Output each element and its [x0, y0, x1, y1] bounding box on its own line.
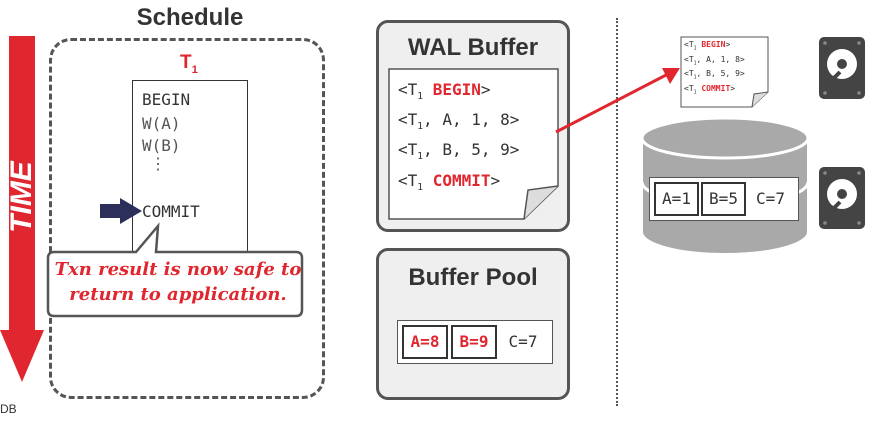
entry-prefix: <T: [398, 140, 418, 160]
op-begin: BEGIN: [142, 90, 191, 109]
pool-cell-a: A=8: [402, 325, 448, 359]
entry-end: >: [730, 83, 736, 93]
entry-prefix: <T: [398, 80, 418, 99]
pool-cell-c: C=7: [500, 325, 546, 359]
commit-pointer-icon: [100, 198, 142, 224]
entry-prefix: <T: [684, 69, 694, 79]
disk-log-entry: <T1 COMMIT>: [684, 84, 745, 99]
wal-entry: <T1 COMMIT>: [398, 169, 519, 199]
db-cell-b: B=5: [701, 182, 746, 216]
entry-subscript: 1: [417, 121, 424, 133]
wal-entry: <T1 BEGIN>: [398, 78, 519, 108]
entry-subscript: 1: [693, 61, 697, 67]
buffer-pool-cells: A=8 B=9 C=7: [397, 320, 553, 364]
disk-log-page-icon: [680, 36, 769, 108]
entry-body: [423, 171, 433, 190]
entry-end: >: [725, 40, 731, 49]
pool-cell-b: B=9: [451, 325, 497, 359]
db-cell-a: A=1: [654, 182, 699, 216]
entry-body: [423, 80, 433, 99]
callout-text: Txn result is now safe to return to appl…: [54, 259, 302, 305]
entry-body: , A, 1, 8>: [423, 110, 520, 130]
entry-prefix: <T: [398, 170, 418, 190]
entry-body: , B, 5, 9>: [696, 69, 745, 79]
disk-log-entry: <T1, B, 5, 9>: [684, 69, 745, 84]
wal-entry: <T1, A, 1, 8>: [398, 108, 519, 138]
hard-drive-icon: [819, 167, 865, 229]
divider: [616, 18, 618, 406]
callout-bubble: [46, 222, 304, 318]
entry-body: , A, 1, 8>: [696, 54, 745, 64]
entry-subscript: 1: [417, 151, 424, 163]
entry-subscript: 1: [693, 90, 697, 96]
entry-end: >: [490, 170, 501, 190]
flush-arrow: [555, 68, 680, 134]
entry-prefix: <T: [398, 110, 418, 130]
disk-log-entries: <T1 BEGIN><T1, A, 1, 8><T1, B, 5, 9><T1 …: [684, 40, 745, 98]
op-ellipsis: ⋮: [150, 154, 166, 173]
entry-subscript: 1: [693, 46, 697, 52]
time-arrow: [0, 36, 44, 382]
db-cell-c: C=7: [748, 182, 793, 216]
wal-entry: <T1, B, 5, 9>: [398, 138, 519, 168]
entry-keyword: COMMIT: [701, 83, 731, 93]
op-write-b: W(B): [142, 136, 181, 155]
disk-log-entry: <T1, A, 1, 8>: [684, 55, 745, 70]
hard-drive-icon: [819, 37, 865, 99]
entry-prefix: <T: [684, 40, 694, 49]
entry-keyword: BEGIN: [701, 40, 726, 49]
entry-body: , B, 5, 9>: [423, 140, 520, 160]
disk-log-entry: <T1 BEGIN>: [684, 40, 745, 55]
entry-subscript: 1: [417, 91, 424, 103]
txn-page: [132, 80, 248, 260]
database-cells: A=1 B=5 C=7: [649, 177, 799, 221]
time-label: TIME: [5, 161, 38, 233]
schedule-box: [49, 38, 325, 399]
wal-page-icon: [388, 68, 559, 220]
txn-label: T1: [180, 52, 198, 76]
entry-prefix: <T: [684, 54, 694, 64]
schedule-title: Schedule: [136, 4, 244, 31]
entry-keyword: BEGIN: [432, 80, 481, 99]
entry-prefix: <T: [684, 83, 694, 93]
entry-keyword: COMMIT: [432, 170, 491, 190]
op-commit: COMMIT: [142, 202, 200, 221]
wal-entries: <T1 BEGIN><T1, A, 1, 8><T1, B, 5, 9><T1 …: [398, 78, 519, 199]
footer-text: DB: [0, 402, 17, 416]
entry-end: >: [480, 80, 491, 99]
wal-buffer-title: WAL Buffer: [407, 34, 539, 61]
entry-subscript: 1: [693, 75, 697, 81]
entry-subscript: 1: [417, 181, 424, 193]
buffer-pool-title: Buffer Pool: [408, 264, 538, 291]
op-write-a: W(A): [142, 114, 181, 133]
